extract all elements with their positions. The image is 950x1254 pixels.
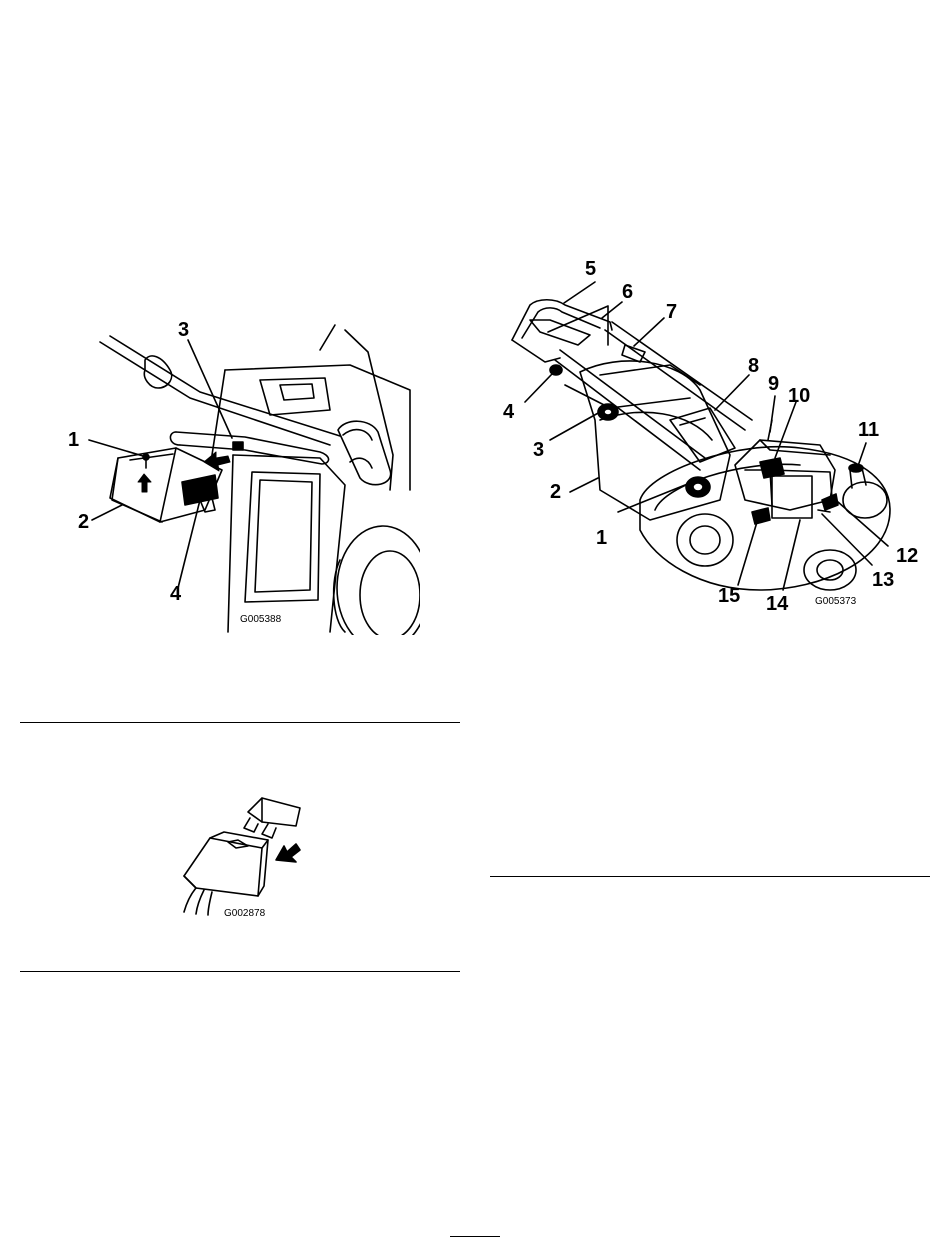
callout-4: 4 [503,401,515,423]
callout-5: 5 [585,258,596,280]
figure-id-g005388: G005388 [240,614,282,625]
figure-fuse: G002878 [170,790,330,920]
callout-7: 7 [666,301,677,323]
callout-8: 8 [748,355,759,377]
figure-mower-overview: 1 2 3 4 5 6 7 8 9 10 11 12 13 14 15 G005… [490,250,930,620]
callout-10: 10 [788,385,810,407]
section-divider [490,876,930,877]
callout-1: 1 [68,429,79,451]
callout-4: 4 [170,583,182,605]
callout-3: 3 [533,439,544,461]
callout-2: 2 [78,511,89,533]
callout-14: 14 [766,593,789,615]
callout-3: 3 [178,319,189,341]
callout-9: 9 [768,373,779,395]
callout-2: 2 [550,481,561,503]
figure-id-g002878: G002878 [224,908,266,919]
section-divider [20,722,460,723]
callout-12: 12 [896,545,918,567]
figure-battery-cover: 1 2 3 4 G005388 [60,315,420,635]
callout-11: 11 [858,419,879,441]
callout-1: 1 [596,527,607,549]
figure-id-g005373: G005373 [815,596,857,607]
section-divider [20,971,460,972]
page-footer-rule [450,1236,500,1237]
callout-15: 15 [718,585,740,607]
callout-13: 13 [872,569,894,591]
callout-6: 6 [622,281,633,303]
